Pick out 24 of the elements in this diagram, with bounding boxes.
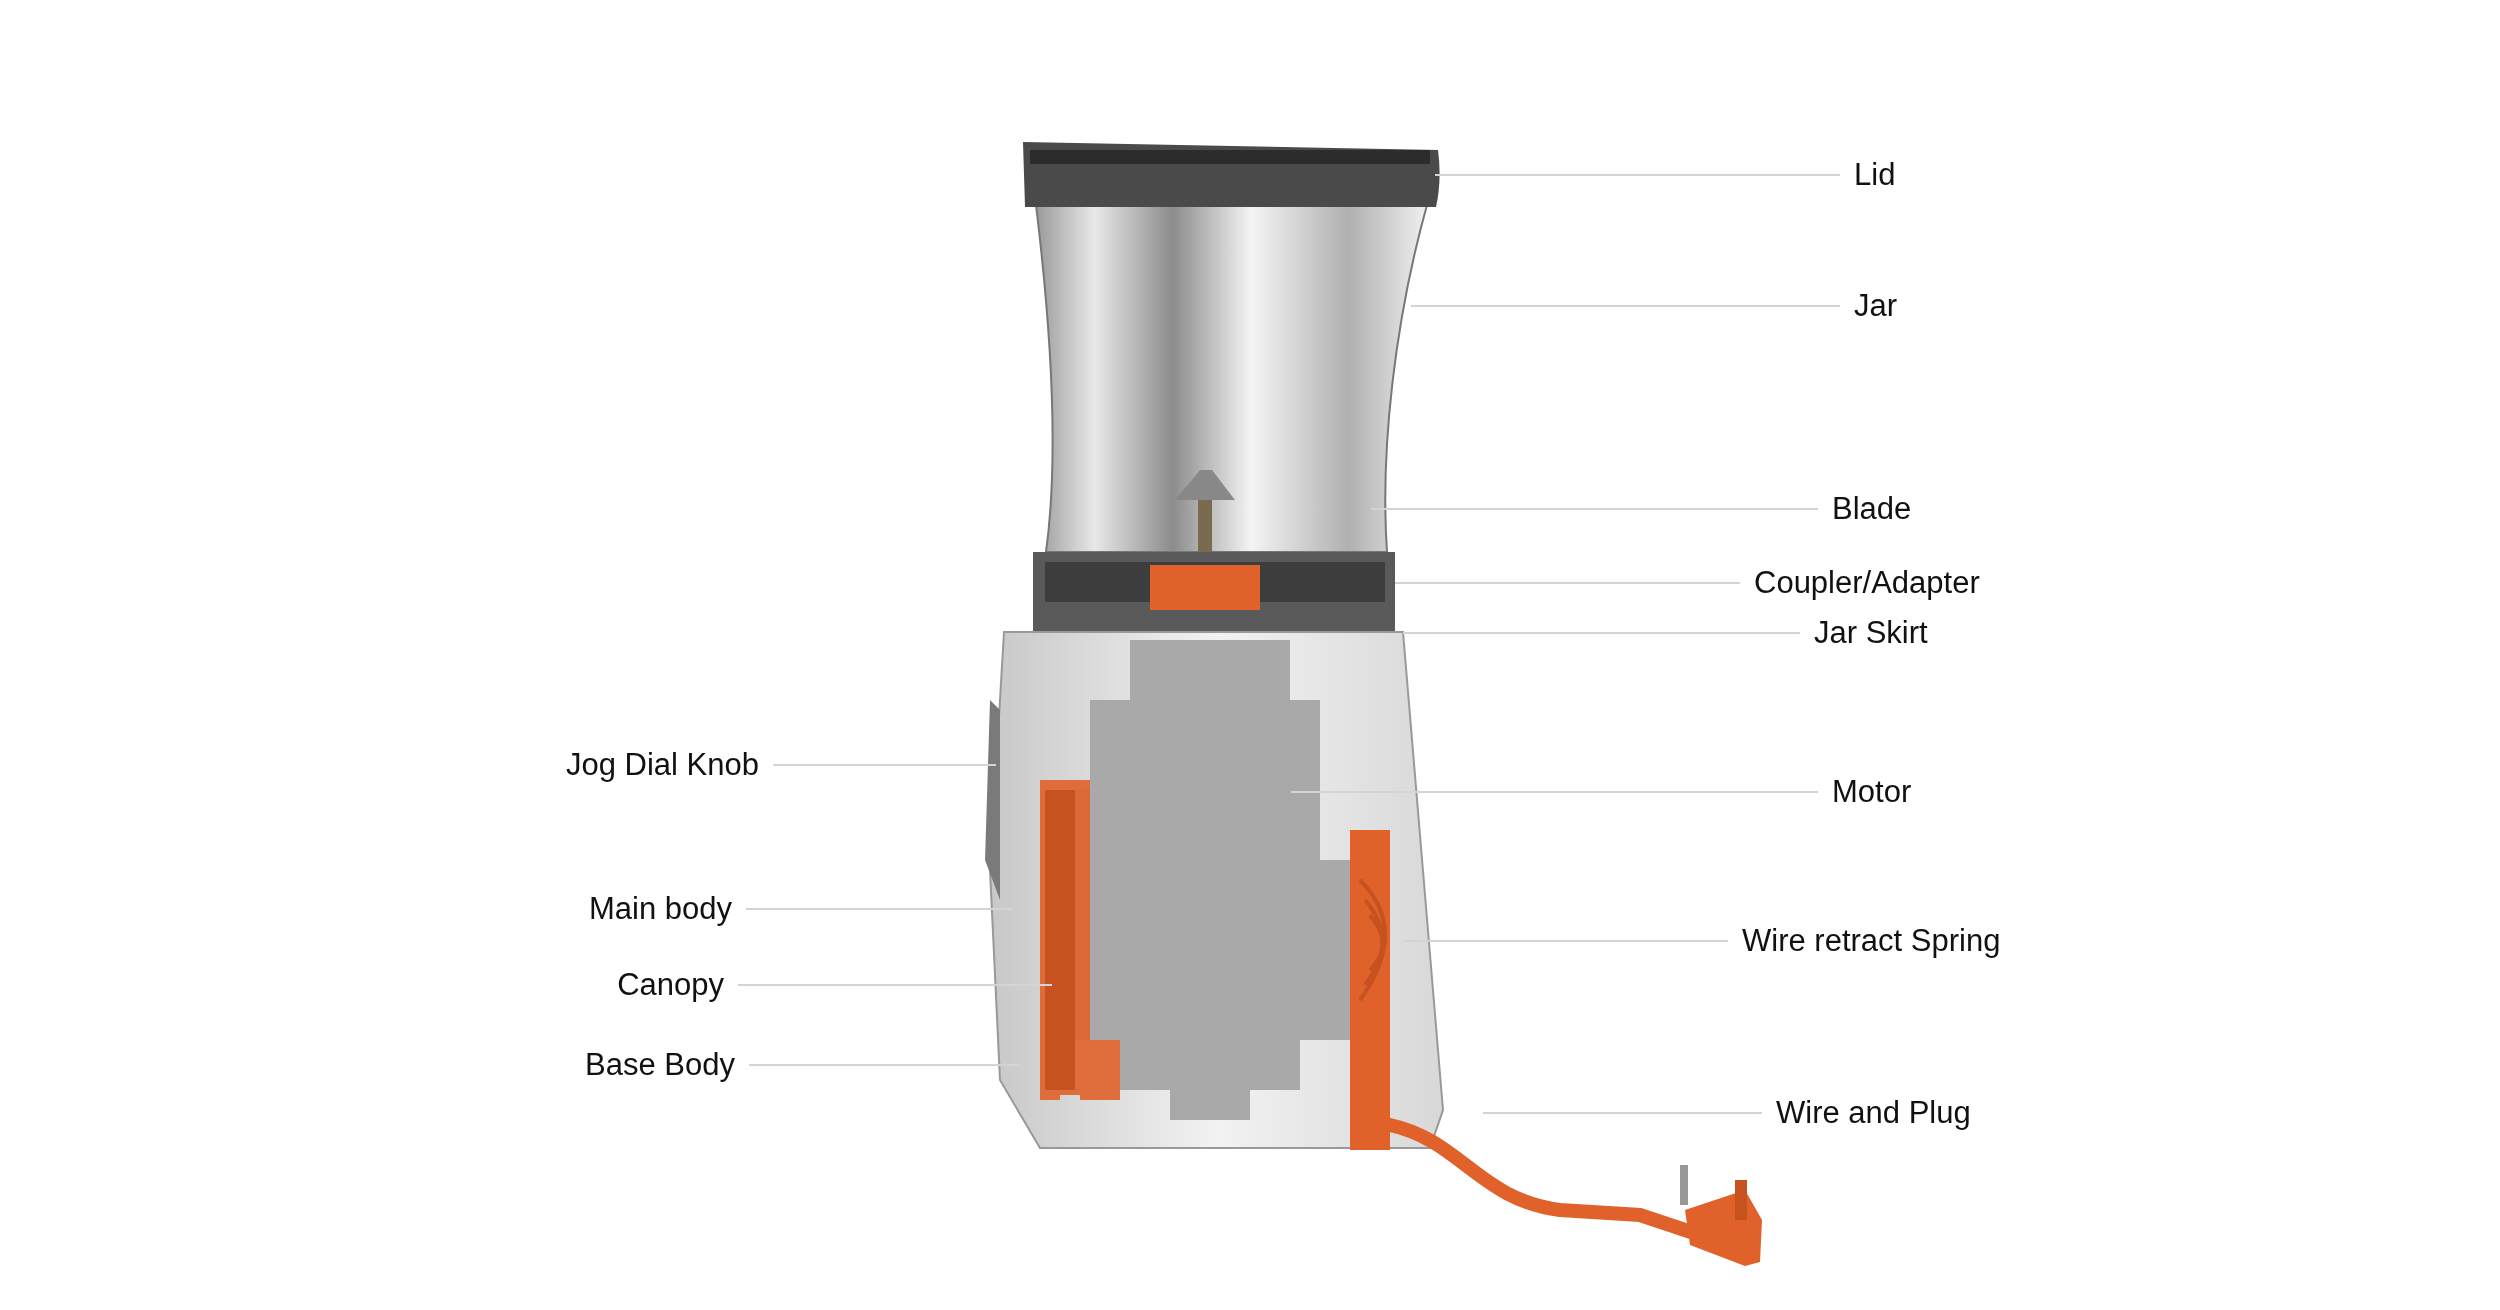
part-label: Lid	[1840, 155, 1896, 195]
leader-line	[748, 1064, 1021, 1066]
leader-line	[1394, 582, 1741, 584]
part-label: Wire and Plug	[1762, 1093, 1971, 1133]
part-label: Jog Dial Knob	[566, 745, 773, 785]
part-label: Blade	[1818, 489, 1912, 529]
leader-line	[737, 984, 1053, 986]
leader-line	[1482, 1112, 1763, 1114]
leader-line	[1290, 791, 1819, 793]
part-label: Motor	[1818, 772, 1912, 812]
part-label: Canopy	[617, 965, 738, 1005]
part-label: Base Body	[585, 1045, 749, 1085]
part-label: Main body	[588, 889, 746, 929]
leader-line	[772, 764, 997, 766]
leader-line	[1434, 174, 1841, 176]
part-label: Wire retract Spring	[1728, 921, 2001, 961]
part-label: Jar	[1840, 286, 1898, 326]
part-label: Coupler/Adapter	[1740, 563, 1980, 603]
leader-line	[1410, 305, 1841, 307]
part-label: Jar Skirt	[1800, 613, 1928, 653]
leader-line	[1370, 508, 1819, 510]
leader-line	[1402, 632, 1801, 634]
leader-line	[1402, 940, 1729, 942]
leader-line	[745, 908, 1013, 910]
